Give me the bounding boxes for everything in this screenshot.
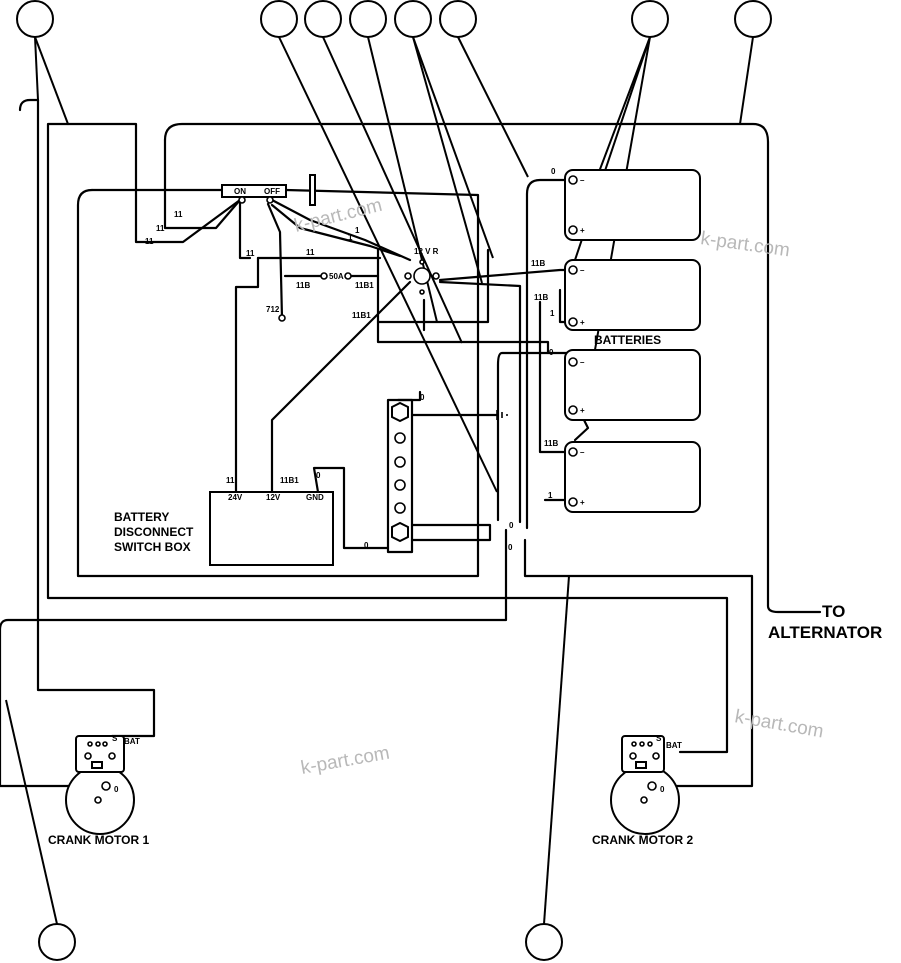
- callout-circle[interactable]: [631, 0, 669, 38]
- to-alternator-line-2: ALTERNATOR: [768, 623, 882, 642]
- terminal-0-label: 0: [660, 785, 665, 794]
- fuse-50a[interactable]: 50A: [320, 272, 352, 281]
- callout-circle[interactable]: [260, 0, 298, 38]
- bat-label-1: BAT: [124, 737, 140, 746]
- watermark: k-part.com: [299, 743, 391, 779]
- relay-label: 12 V R: [414, 247, 439, 256]
- callout-circle[interactable]: [394, 0, 432, 38]
- wire-label: 0: [551, 167, 556, 176]
- callout-circles-top: [16, 0, 772, 38]
- wire-label: 11: [226, 476, 235, 485]
- plus-sign: +: [580, 406, 585, 415]
- terminal-s-label: S: [656, 734, 662, 743]
- callout-circle[interactable]: [304, 0, 342, 38]
- wire-label: 1: [355, 226, 360, 235]
- minus-sign: –: [580, 448, 585, 457]
- minus-sign: –: [580, 176, 585, 185]
- callout-circles-bottom: [38, 923, 563, 961]
- relay-12v[interactable]: 12 V R: [404, 247, 440, 295]
- wire-label: 1: [548, 491, 553, 500]
- fuse-label: 50A: [329, 272, 344, 281]
- wire-label: 11: [145, 237, 154, 246]
- switch-off-label: OFF: [264, 187, 280, 196]
- wire-label: 11B: [534, 293, 548, 302]
- bat-label-2: BAT: [666, 741, 682, 750]
- watermark: k-part.com: [733, 706, 825, 742]
- watermark: k-part.com: [699, 228, 791, 261]
- terminal-strip: [391, 401, 409, 543]
- callout-circle[interactable]: [349, 0, 387, 38]
- wire-label: 0: [364, 541, 369, 550]
- to-alternator-line-1: TO: [822, 602, 845, 621]
- switch-on-label: ON: [234, 187, 246, 196]
- crank-motor-1-label: CRANK MOTOR 1: [48, 833, 149, 847]
- wire-label: 0: [420, 393, 425, 402]
- wire-label: 1: [550, 309, 555, 318]
- wire-label: 11: [156, 224, 165, 233]
- wire-label: 0: [316, 471, 321, 480]
- plus-sign: +: [580, 498, 585, 507]
- disconnect-switch[interactable]: ON OFF: [221, 174, 316, 206]
- callout-circle[interactable]: [38, 923, 76, 961]
- wire-label: 0: [549, 348, 554, 357]
- switch-box[interactable]: 24V 12V GND: [209, 491, 334, 566]
- wire-label: 0: [509, 521, 514, 530]
- box-gnd-label: GND: [306, 493, 324, 502]
- crank-motor-2-label: CRANK MOTOR 2: [592, 833, 693, 847]
- terminal-s-label: S: [112, 734, 118, 743]
- terminal-0-label: 0: [114, 785, 119, 794]
- wire-label: 11B: [531, 259, 545, 268]
- wire-label: 712: [266, 305, 280, 314]
- batteries-label: BATTERIES: [594, 333, 661, 347]
- callout-circle[interactable]: [525, 923, 563, 961]
- wire-label: 11: [306, 248, 315, 257]
- batteries[interactable]: – + – + – + – +: [564, 169, 701, 513]
- wire-label: 11B: [544, 439, 558, 448]
- wire-labels: 11 11 11 11 11 11 1 1 1 1 11B 11B 11B 11…: [145, 167, 558, 552]
- wire-label: 11: [174, 210, 183, 219]
- wire-label: 11B: [296, 281, 310, 290]
- minus-sign: –: [580, 266, 585, 275]
- wire-label: 0: [508, 543, 513, 552]
- crank-motor-1[interactable]: S BAT 0: [65, 734, 140, 835]
- battery-box-line-1: BATTERY: [114, 510, 169, 524]
- wire-label: 11: [246, 249, 255, 258]
- plus-sign: +: [580, 318, 585, 327]
- crank-motor-2[interactable]: S BAT 0: [610, 734, 682, 835]
- callout-leaders: [5, 36, 754, 925]
- battery-box-line-2: DISCONNECT: [114, 525, 194, 539]
- wire-label: 11B1: [280, 476, 299, 485]
- callout-circle[interactable]: [439, 0, 477, 38]
- wire-label: 1: [348, 233, 353, 242]
- plus-sign: +: [580, 226, 585, 235]
- battery-box-line-3: SWITCH BOX: [114, 540, 191, 554]
- callout-circle[interactable]: [734, 0, 772, 38]
- box-12v-label: 12V: [266, 493, 281, 502]
- wire-label: 11B1: [352, 311, 371, 320]
- box-24v-label: 24V: [228, 493, 243, 502]
- callout-circle[interactable]: [16, 0, 54, 38]
- wire-label: 11B1: [355, 281, 374, 290]
- minus-sign: –: [580, 358, 585, 367]
